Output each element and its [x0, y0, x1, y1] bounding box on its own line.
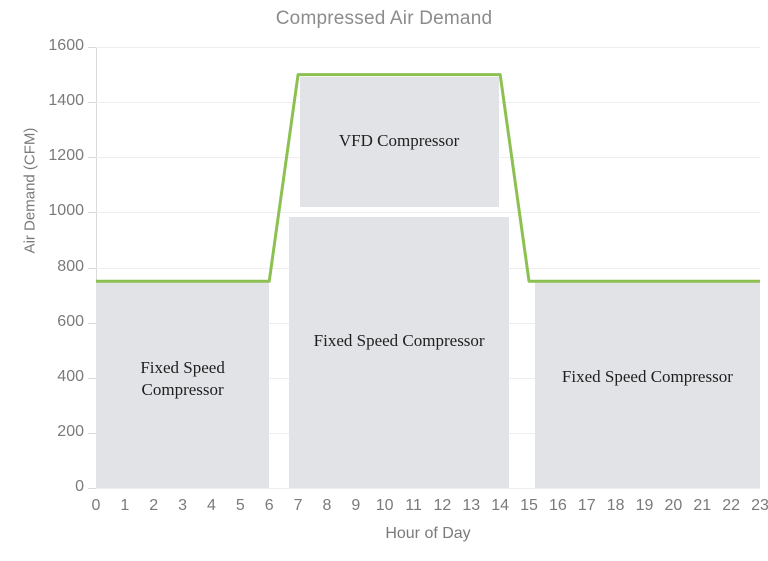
x-tick-label: 7 [293, 497, 303, 514]
y-tick-mark [88, 377, 96, 379]
x-tick-label: 16 [549, 497, 567, 514]
y-axis-tick-labels: 0 200 400 600 800 1000 1200 1400 1600 [0, 0, 84, 561]
y-tick-label: 1400 [48, 92, 84, 110]
x-tick-label: 15 [520, 497, 538, 514]
y-tick-mark [88, 488, 96, 489]
x-axis-title: Hour of Day [385, 525, 471, 542]
x-tick-label: 23 [751, 497, 768, 514]
y-tick-label: 1000 [48, 202, 84, 220]
x-tick-label: 3 [178, 497, 188, 514]
y-tick-mark [88, 157, 96, 159]
x-tick-label: 2 [149, 497, 159, 514]
block-fixed-speed-middle [289, 216, 509, 488]
y-tick-label: 1200 [48, 147, 84, 165]
demand-line-svg [96, 73, 760, 283]
y-tick-mark [88, 102, 96, 104]
block-fixed-speed-left [96, 281, 270, 488]
gridline [96, 47, 760, 48]
y-tick-label: 0 [75, 478, 84, 495]
x-tick-label: 9 [351, 497, 361, 514]
x-tick-label: 6 [264, 497, 274, 514]
x-tick-label: 13 [462, 497, 481, 514]
y-tick-label: 800 [57, 257, 84, 275]
chart-title: Compressed Air Demand [275, 8, 493, 29]
block-fixed-speed-right [534, 281, 760, 488]
x-tick-label: 18 [606, 497, 625, 514]
x-tick-label: 1 [120, 497, 130, 514]
x-tick-label: 17 [577, 497, 596, 514]
y-tick-mark [88, 322, 96, 324]
y-tick-mark [88, 267, 96, 269]
x-tick-label: 12 [433, 497, 452, 514]
x-tick-label: 11 [405, 497, 422, 514]
x-tick-label: 5 [235, 497, 245, 514]
x-tick-label: 21 [693, 497, 712, 514]
x-tick-label: 8 [322, 497, 332, 514]
x-tick-label: 20 [664, 497, 683, 514]
y-tick-mark [88, 432, 96, 434]
block-label-fixed-speed-middle: Fixed Speed Compressor [313, 330, 485, 350]
y-tick-label: 1600 [48, 37, 84, 54]
y-tick-label: 600 [57, 312, 84, 330]
block-label-fixed-speed-left: Fixed Speed Compressor [140, 358, 225, 399]
x-tick-label: 19 [635, 497, 654, 514]
block-label-fixed-speed-right: Fixed Speed Compressor [561, 366, 733, 386]
x-tick-label: 4 [207, 497, 216, 514]
y-tick-mark [88, 47, 96, 48]
y-tick-mark [88, 212, 96, 214]
x-tick-label: 14 [491, 497, 510, 514]
block-label-vfd: VFD Compressor [338, 131, 460, 151]
x-tick-label: 22 [722, 497, 741, 514]
x-tick-label: 0 [91, 497, 101, 514]
block-vfd [299, 77, 499, 207]
y-tick-label: 200 [57, 422, 84, 440]
air-demand-line [96, 73, 760, 283]
gridline [96, 488, 760, 489]
x-tick-label: 10 [375, 497, 394, 514]
gridline [96, 212, 760, 214]
y-tick-label: 400 [57, 367, 84, 385]
